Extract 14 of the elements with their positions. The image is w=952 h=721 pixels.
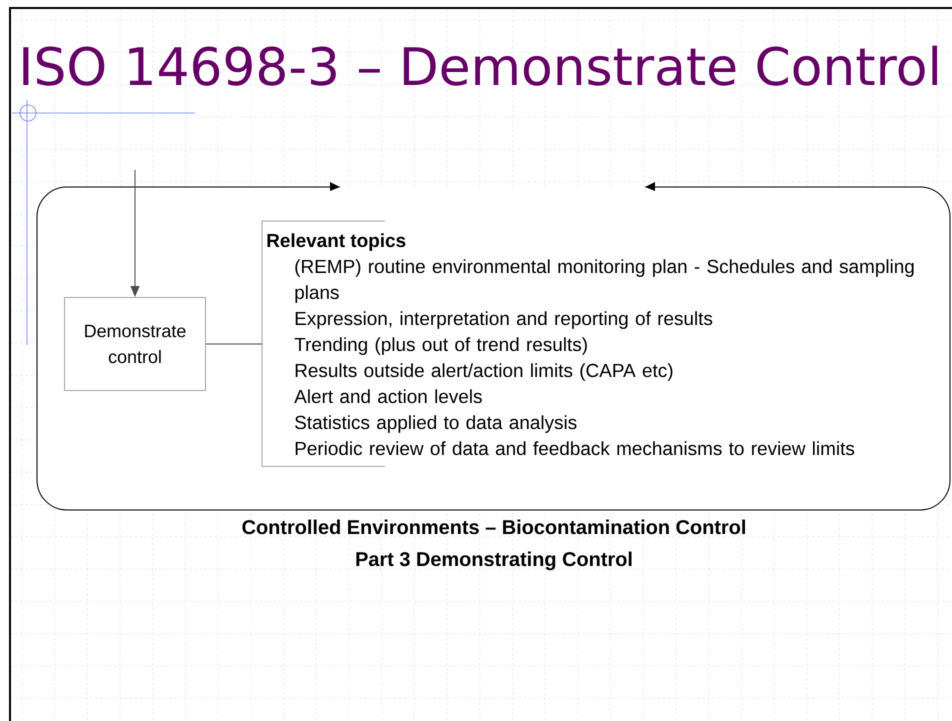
- list-item: Expression, interpretation and reporting of results: [296, 311, 712, 329]
- topic-bracket: [262, 220, 914, 467]
- rounded-frame: [36, 182, 950, 510]
- list-item: Periodic review of data and feedback mechanisms to review limits: [296, 441, 854, 456]
- slide-title: ISO 14698-3 – Demonstrate Control: [23, 46, 938, 86]
- process-box: Demonstrate control: [64, 297, 206, 391]
- caption-line: Controlled Environments – Biocontamination Control: [242, 520, 745, 534]
- list-heading: Relevant topics: [267, 233, 406, 251]
- list-item: (REMP) routine environmental monitoring plan - Schedules and sampling plans: [295, 259, 914, 303]
- list-item: Alert and action levels: [294, 389, 482, 404]
- list-item: Trending (plus out of trend results): [294, 337, 587, 355]
- list-item: Statistics applied to data analysis: [295, 415, 576, 433]
- caption-line: Part 3 Demonstrating Control: [356, 552, 632, 570]
- list-item: Results outside alert/action limits (CAPA etc): [296, 363, 672, 381]
